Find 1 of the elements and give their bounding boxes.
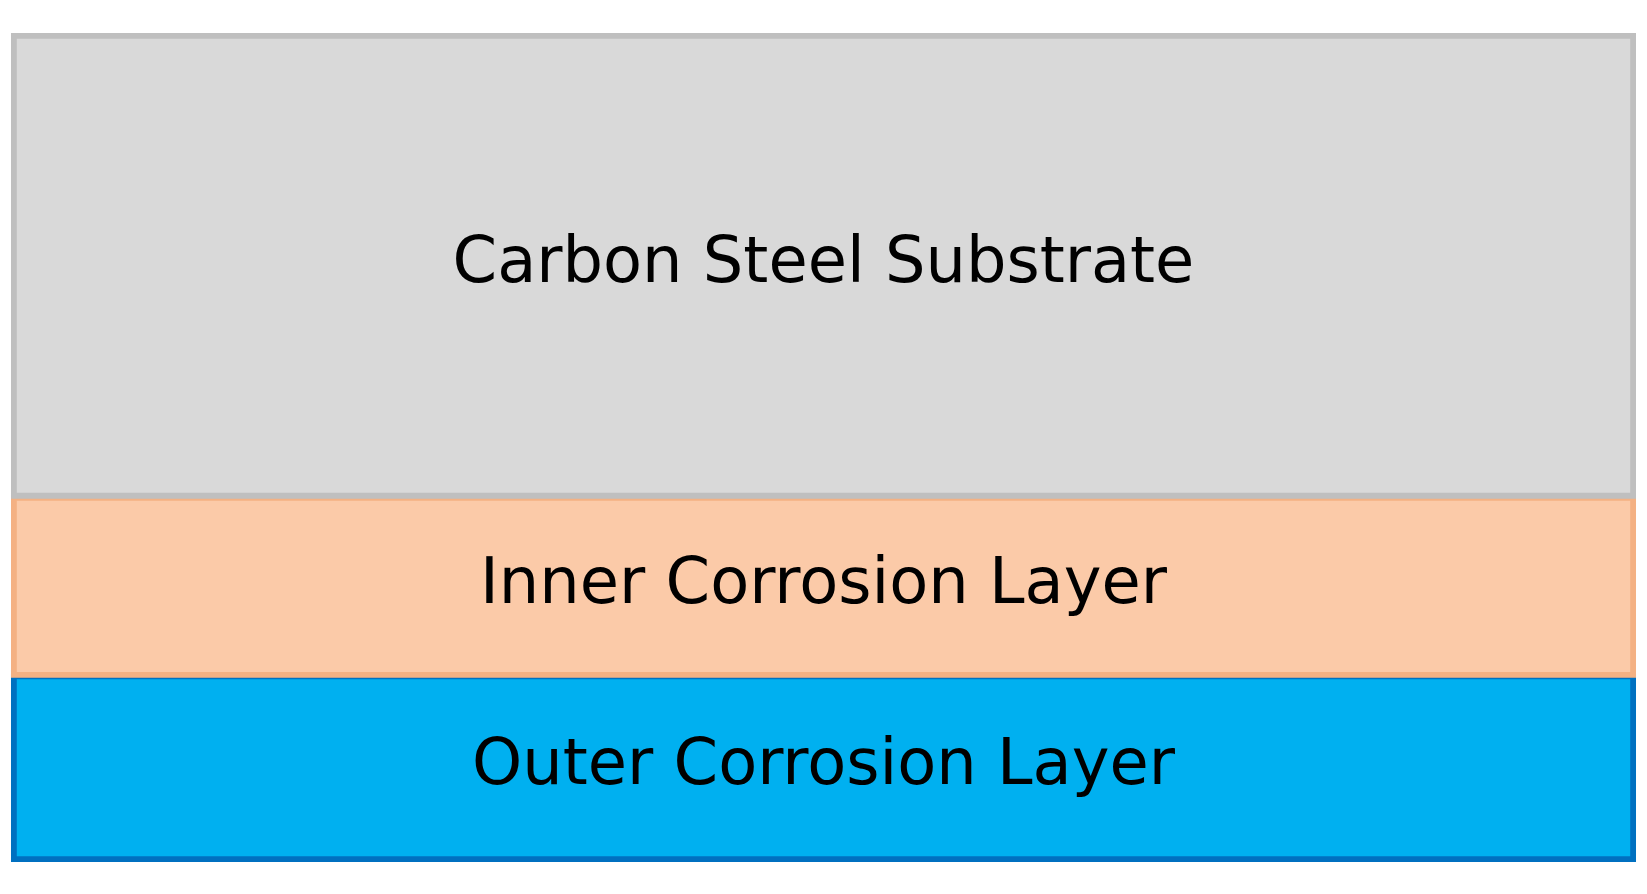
node-box: Carbon Steel Substrate [11, 32, 1636, 499]
